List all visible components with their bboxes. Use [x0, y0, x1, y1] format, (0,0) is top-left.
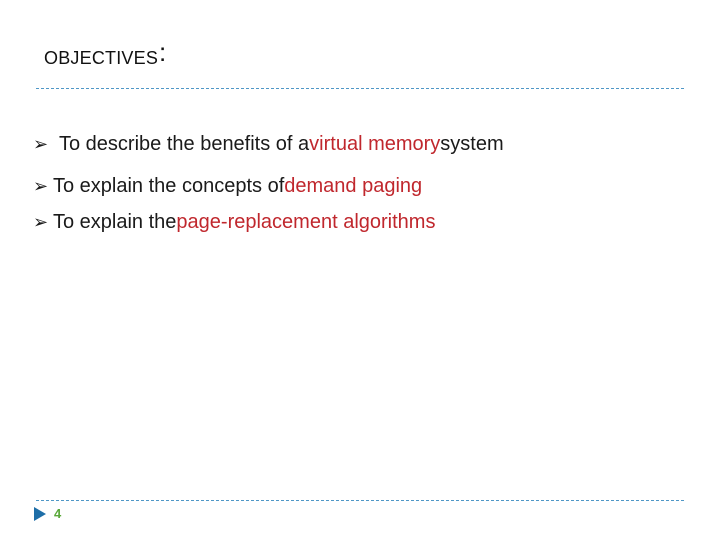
arrow-bullet-icon: ➢: [33, 134, 49, 154]
title-text: OBJECTIVES: [44, 48, 159, 68]
triangle-marker-icon: [34, 506, 46, 521]
bullet-highlight: virtual memory: [309, 133, 441, 155]
arrow-bullet-icon: ➢: [33, 212, 49, 232]
bullet-text-before: To explain the concepts of: [53, 175, 285, 197]
bullet-text-before: To describe the benefits of a: [59, 133, 310, 155]
list-item: ➢ To explain the page-replacement algori…: [33, 210, 693, 234]
objectives-list: ➢ To describe the benefits of a virtual …: [33, 132, 693, 246]
top-dashed-divider: [36, 88, 684, 89]
slide-footer: 4: [34, 506, 61, 521]
arrow-bullet-icon: ➢: [33, 176, 49, 196]
bullet-highlight: demand paging: [284, 175, 423, 197]
slide-title: OBJECTIVES:: [44, 37, 167, 71]
bottom-dashed-divider: [36, 500, 684, 501]
list-item: ➢ To describe the benefits of a virtual …: [33, 132, 693, 156]
bullet-highlight: page-replacement algorithms: [176, 211, 436, 233]
list-item: ➢ To explain the concepts of demand pagi…: [33, 174, 693, 198]
page-number: 4: [54, 506, 62, 521]
bullet-text-before: To explain the: [53, 211, 177, 233]
title-colon: :: [159, 37, 167, 67]
bullet-text-after: system: [440, 133, 504, 155]
